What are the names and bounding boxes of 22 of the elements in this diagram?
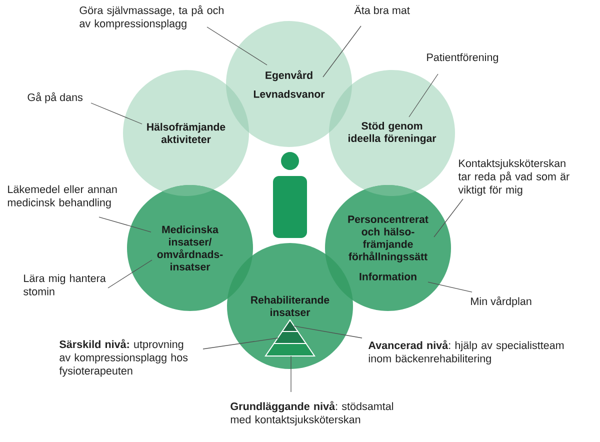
callout-text: Patientförening	[427, 53, 498, 64]
leader-line	[290, 356, 292, 392]
callout-text: Äta bra mat	[354, 4, 410, 14]
leader-line	[294, 326, 362, 338]
leader-line	[90, 102, 142, 124]
leader-line	[202, 338, 278, 350]
leader-line	[322, 26, 362, 78]
callout-text: Gå på dans	[28, 92, 83, 104]
callout-text: Läkemedel eller annan medicinsk behandling	[8, 185, 117, 208]
callout-text: Kontaktsjuksköterskan tar reda på vad som är viktigt för mig	[458, 159, 570, 196]
callout-text: Särskild nivå: utprovning av kompressionsplagg hos fysioterapeuten	[59, 339, 188, 377]
leader-line	[428, 282, 472, 292]
leader-line	[98, 216, 152, 232]
callout-text: Avancerad nivå: hjälp av specialistteam inom bäckenrehabilitering	[368, 340, 564, 364]
callout-text: Göra självmassage, ta på och av kompressionsplagg	[80, 5, 224, 30]
leader-line	[434, 198, 464, 238]
callout-text: Grundläggande nivå: stödsamtal med kontaktsjuksköterskan	[230, 401, 394, 426]
pyramid-tier	[273, 330, 307, 344]
leader-line	[108, 260, 152, 288]
callout-text: Min vårdplan	[471, 296, 532, 308]
leader-line	[206, 26, 268, 66]
callout-text: Lära mig hantera stomin	[24, 274, 106, 296]
